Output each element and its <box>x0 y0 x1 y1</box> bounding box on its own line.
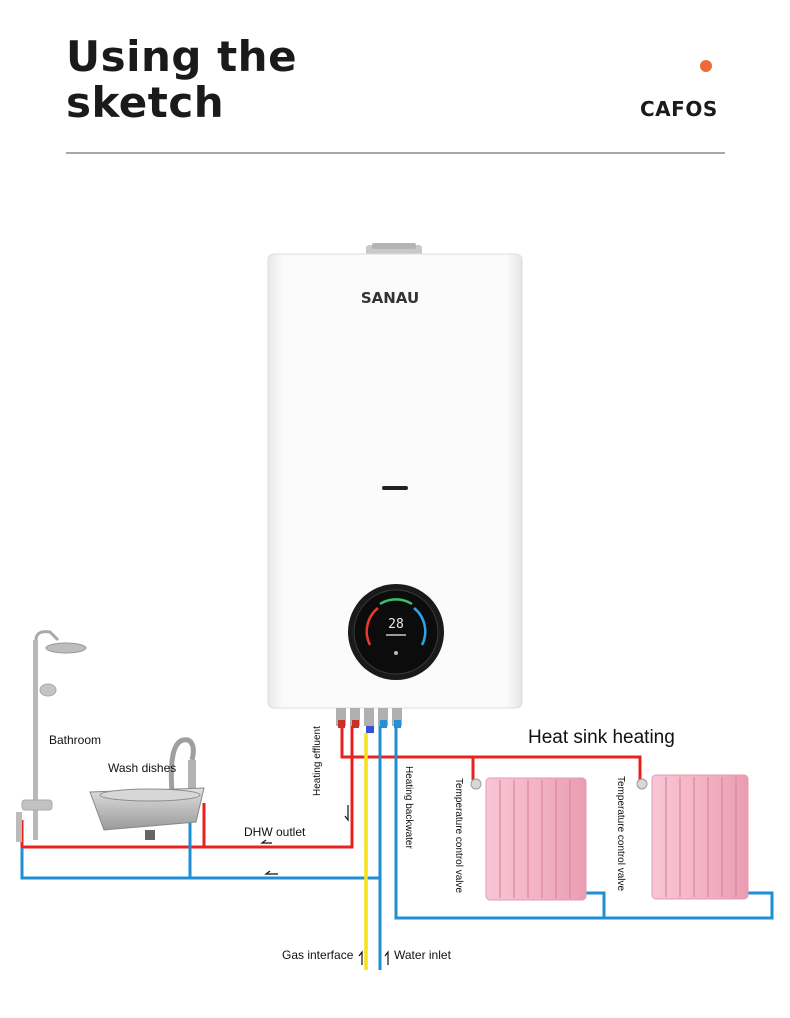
heating-effluent-pipe <box>340 726 642 780</box>
dial-ring-blue <box>413 607 427 646</box>
sink-icon <box>89 737 205 840</box>
boiler: SANAU 28 <box>267 243 523 733</box>
arrow-down-effluent <box>344 805 349 822</box>
dial-ring-green <box>379 598 413 606</box>
boiler-logo: SANAU <box>361 289 419 307</box>
radiator-1-return <box>584 891 606 918</box>
shower-icon <box>16 630 87 842</box>
flame-window <box>382 486 408 490</box>
boiler-connectors <box>336 708 402 733</box>
label-wash-dishes: Wash dishes <box>108 761 176 775</box>
label-water-inlet: Water inlet <box>394 948 452 962</box>
dial-ring-red <box>365 607 379 646</box>
flue-cap <box>372 243 416 249</box>
radiator-left <box>470 777 587 901</box>
label-temp-valve-left: Temperature control valve <box>453 778 464 893</box>
temp-valve-right-icon <box>636 778 648 790</box>
dial-display: 28 <box>388 617 404 632</box>
page-title: Using the sketch <box>66 34 297 126</box>
diagram-labels: Bathroom Wash dishes DHW outlet Heating … <box>49 726 675 962</box>
label-gas-interface: Gas interface <box>282 948 354 962</box>
radiator-right <box>636 774 749 900</box>
label-heat-sink-heating: Heat sink heating <box>528 727 675 748</box>
label-heating-backwater: Heating backwater <box>403 766 414 849</box>
temp-valve-left-icon <box>470 778 482 790</box>
title-line-2: sketch <box>66 78 225 127</box>
cold-water-pipe <box>20 848 380 880</box>
title-line-1: Using the <box>66 32 298 81</box>
arrow-gas <box>358 950 363 965</box>
label-bathroom: Bathroom <box>49 733 101 747</box>
label-dhw-outlet: DHW outlet <box>244 825 306 839</box>
label-temp-valve-right: Temperature control valve <box>615 776 626 891</box>
heating-backwater-pipe <box>394 726 774 920</box>
brand-name: CAFOS <box>640 97 718 121</box>
header-divider <box>66 152 725 154</box>
flow-arrows <box>260 805 389 965</box>
accent-dot <box>700 60 712 72</box>
arrow-water <box>384 950 389 965</box>
arrow-dhw <box>260 839 272 844</box>
label-heating-effluent: Heating effluent <box>312 726 323 796</box>
arrow-cold <box>264 870 278 875</box>
